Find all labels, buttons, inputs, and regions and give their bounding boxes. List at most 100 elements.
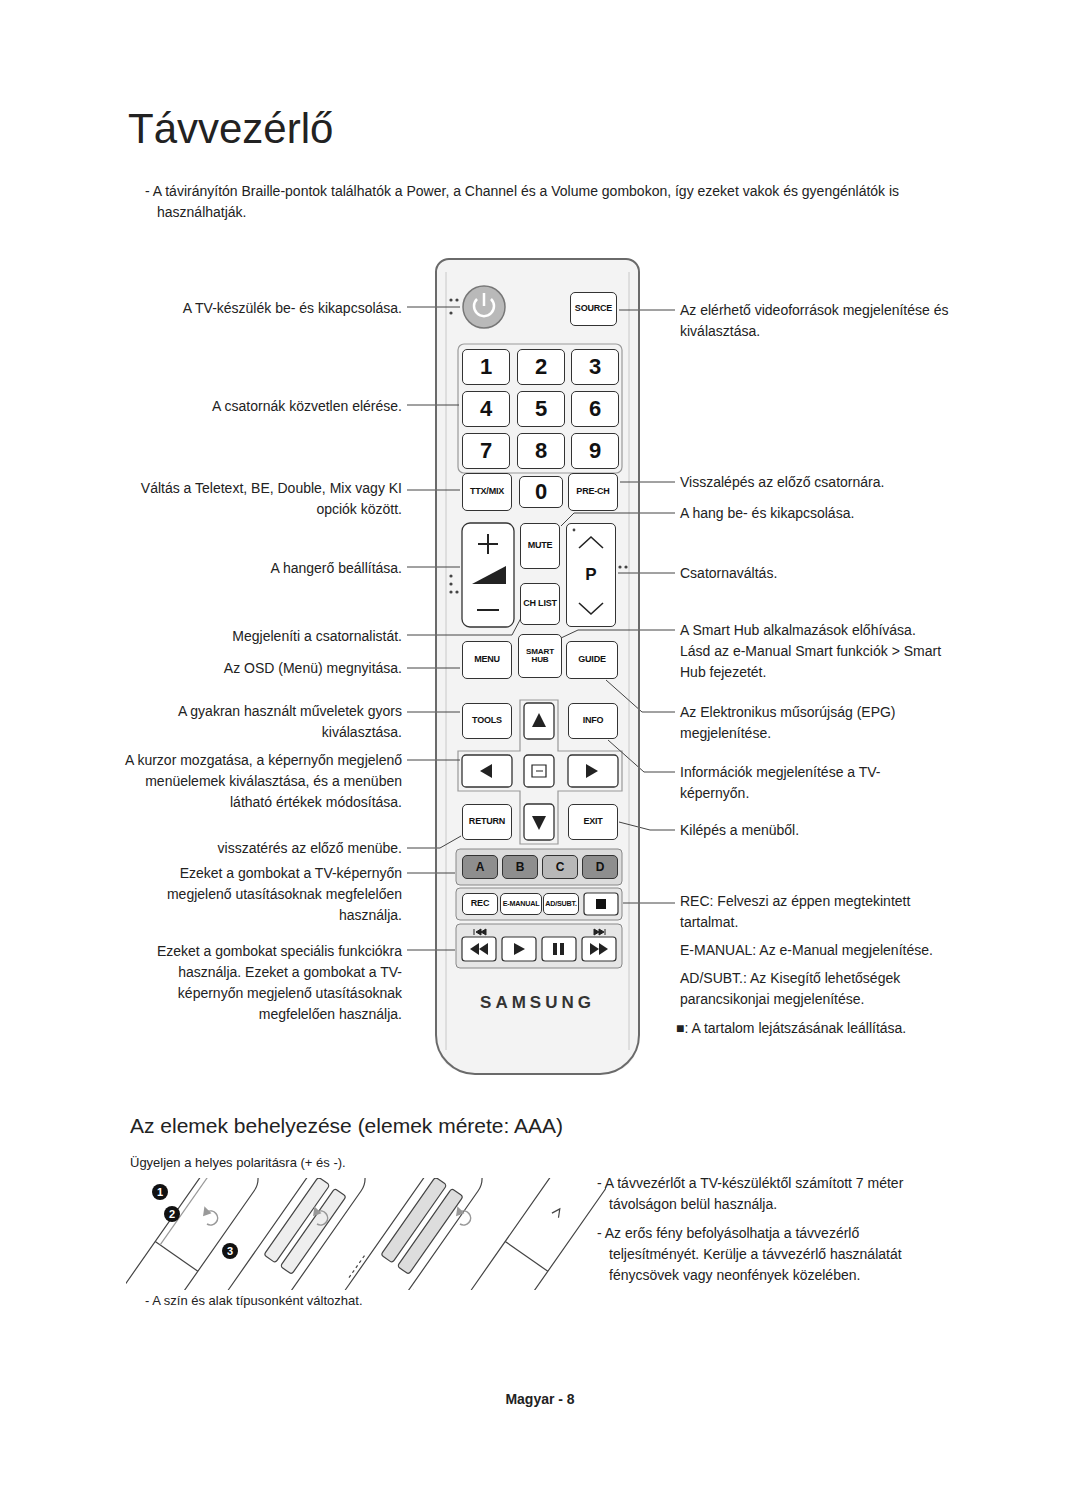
leader-line bbox=[619, 822, 675, 830]
button-label: A bbox=[476, 861, 485, 874]
leader-line bbox=[620, 482, 675, 483]
page-number: Magyar - 8 bbox=[470, 1389, 610, 1410]
button-label: D bbox=[596, 861, 605, 874]
battery-step-illustration bbox=[552, 1207, 563, 1218]
leader-line bbox=[407, 405, 459, 406]
button-label: 3 bbox=[589, 355, 601, 378]
remote-button: C bbox=[542, 855, 578, 879]
leader-line bbox=[407, 950, 455, 951]
function-key-frame bbox=[456, 888, 622, 920]
button-label: E-MANUAL bbox=[503, 900, 540, 908]
playback-keys bbox=[474, 929, 486, 935]
step-arrow bbox=[204, 1208, 210, 1215]
function-key-frame bbox=[596, 899, 606, 909]
button-label: 7 bbox=[480, 439, 492, 462]
direction-pad bbox=[480, 764, 492, 778]
channel-rocker bbox=[566, 523, 616, 627]
battery-step-illustration bbox=[216, 1178, 373, 1290]
playback-keys bbox=[479, 943, 488, 955]
remote-button: PRE-CH bbox=[568, 473, 618, 511]
button-label: 1 bbox=[480, 355, 492, 378]
battery-step-illustration bbox=[155, 1241, 198, 1271]
remote-button: 6 bbox=[571, 391, 619, 427]
annotation: Ezeket a gombokat speciális funkciókra h… bbox=[130, 941, 402, 1025]
note: - A távvezérlőt a TV-készüléktől számíto… bbox=[597, 1173, 947, 1215]
annotation: AD/SUBT.: Az Kisegítő lehetőségek paranc… bbox=[680, 968, 942, 1010]
leader-line bbox=[623, 903, 675, 904]
leader-line bbox=[561, 513, 675, 526]
annotation: ■: A tartalom lejátszásának leállítása. bbox=[676, 1018, 966, 1039]
remote-button: MENU bbox=[462, 641, 512, 679]
button-label: C bbox=[556, 861, 565, 874]
leader-line bbox=[618, 573, 675, 574]
remote-button: 9 bbox=[571, 433, 619, 469]
button-label: SMART HUB bbox=[519, 648, 561, 665]
braille-dots bbox=[624, 565, 627, 568]
battery-step-illustration bbox=[280, 1188, 346, 1274]
button-label: MENU bbox=[474, 655, 500, 664]
direction-pad bbox=[524, 703, 554, 739]
annotation: Visszalépés az előző csatornára. bbox=[680, 472, 955, 493]
button-label: REC bbox=[471, 899, 489, 908]
step-arrow bbox=[204, 1208, 471, 1225]
remote-button: P bbox=[566, 523, 616, 627]
leader-line bbox=[619, 310, 675, 311]
playback-keys bbox=[594, 929, 605, 935]
leader-line bbox=[407, 618, 521, 635]
braille-dots bbox=[573, 529, 576, 532]
remote-button: GUIDE bbox=[566, 641, 618, 679]
annotation: E-MANUAL: Az e-Manual megjelenítése. bbox=[680, 940, 955, 961]
remote-button: AD/SUBT. bbox=[543, 893, 579, 915]
direction-pad bbox=[458, 700, 622, 844]
color-key-frame bbox=[456, 849, 622, 885]
power-button bbox=[463, 286, 505, 328]
direction-pad bbox=[532, 765, 546, 777]
braille-dots bbox=[449, 574, 452, 577]
leader-line bbox=[608, 740, 675, 772]
annotation: A Smart Hub alkalmazások előhívása. Lásd… bbox=[680, 620, 948, 683]
remote-button: RETURN bbox=[462, 804, 512, 840]
button-label: TOOLS bbox=[472, 716, 502, 725]
remote-button: SOURCE bbox=[570, 292, 617, 326]
remote-body-fill bbox=[446, 272, 447, 1050]
volume-rocker bbox=[477, 609, 499, 611]
function-key-frame bbox=[584, 893, 618, 915]
leader-line bbox=[407, 567, 460, 568]
leader-line bbox=[407, 836, 461, 848]
remote-control-body: SAMSUNGSOURCE123456789TTX/MIX0PRE-CHMUTE… bbox=[435, 258, 640, 1075]
annotation: REC: Felveszi az éppen megtekintett tart… bbox=[680, 891, 942, 933]
annotation: A csatornák közvetlen elérése. bbox=[130, 396, 402, 417]
volume-rocker bbox=[487, 534, 489, 554]
button-label: 6 bbox=[589, 397, 601, 420]
button-label: RETURN bbox=[469, 817, 505, 826]
annotation: Az OSD (Menü) megnyitása. bbox=[130, 658, 402, 679]
remote-body-fill bbox=[436, 259, 639, 1074]
annotation: visszatérés az előző menübe. bbox=[130, 838, 402, 859]
braille-dots bbox=[449, 298, 452, 301]
callout-number: 2 bbox=[164, 1206, 180, 1222]
callout-number: 3 bbox=[222, 1243, 238, 1259]
direction-pad bbox=[524, 804, 554, 840]
direction-pad bbox=[524, 755, 554, 787]
braille-dots bbox=[449, 298, 627, 593]
remote-button: 3 bbox=[571, 349, 619, 385]
button-label: P bbox=[585, 566, 596, 584]
braille-dots bbox=[449, 590, 452, 593]
playback-keys bbox=[456, 924, 622, 968]
battery-step-illustration bbox=[505, 1241, 548, 1271]
battery-step-illustration bbox=[330, 1178, 494, 1290]
leader-line bbox=[407, 873, 455, 874]
remote-body-fill bbox=[629, 272, 630, 1050]
playback-keys bbox=[514, 943, 525, 955]
annotation: Kilépés a menüből. bbox=[680, 820, 955, 841]
volume-rocker bbox=[472, 566, 506, 584]
direction-pad bbox=[532, 713, 546, 727]
leader-line bbox=[407, 712, 460, 713]
button-label: MUTE bbox=[528, 541, 553, 550]
step-arrow bbox=[457, 1208, 463, 1215]
battery-step-illustration bbox=[459, 1178, 606, 1290]
power-button bbox=[483, 293, 486, 306]
braille-dots bbox=[618, 565, 621, 568]
